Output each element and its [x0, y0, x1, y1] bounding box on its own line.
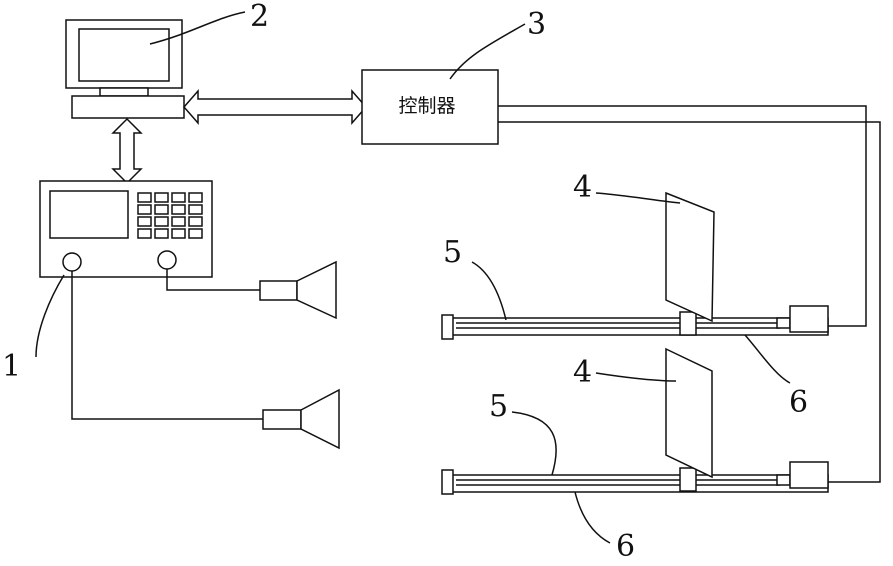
leader-5-lower [512, 412, 556, 475]
horn-antenna-upper [260, 262, 336, 318]
horn-antenna-lower [263, 390, 339, 448]
slide-assembly-upper [442, 193, 828, 339]
callout-6-upper: 6 [789, 385, 808, 420]
rail-endstop-upper [442, 315, 453, 339]
keypad-key [189, 205, 202, 214]
keypad-key [155, 229, 168, 238]
keypad-key [138, 217, 151, 226]
callout-1: 1 [2, 349, 21, 384]
keypad-key [189, 217, 202, 226]
keypad-key [155, 193, 168, 202]
cable-to-horn-lower [72, 271, 263, 419]
callout-4-upper: 4 [573, 170, 592, 205]
motor-upper [790, 306, 828, 332]
leader-4-lower [596, 373, 676, 381]
keypad-key [138, 205, 151, 214]
keypad-key [172, 193, 185, 202]
keypad-key [172, 229, 185, 238]
callout-3: 3 [527, 7, 546, 42]
keypad-key [189, 193, 202, 202]
leader-1 [36, 275, 64, 357]
rail-endstop-lower [442, 470, 453, 494]
slider-lower [680, 468, 696, 491]
keypad-key [155, 217, 168, 226]
keypad-key [189, 229, 202, 238]
callout-6-lower: 6 [616, 529, 635, 561]
motor-lower [790, 462, 828, 488]
double-arrow-computer-controller [184, 91, 366, 123]
plate-lower [666, 349, 712, 477]
computer-stand [100, 88, 148, 96]
callout-4-lower: 4 [573, 355, 592, 390]
plate-upper [666, 193, 714, 321]
slider-upper [680, 312, 696, 335]
rail-base-lower [450, 475, 828, 492]
callout-5-lower: 5 [489, 389, 508, 424]
keypad-key [155, 205, 168, 214]
computer [66, 20, 184, 118]
keypad-key [172, 217, 185, 226]
computer-base [72, 96, 184, 118]
leader-5-upper [472, 262, 506, 320]
coupling-upper [777, 318, 790, 328]
controller-label: 控制器 [398, 95, 455, 117]
generator-port-right [158, 251, 176, 269]
keypad-key [172, 205, 185, 214]
computer-screen [79, 29, 169, 81]
signal-generator [40, 181, 212, 277]
double-arrow-computer-generator [113, 119, 141, 183]
rail-base-upper [450, 318, 828, 335]
leader-6-lower [575, 492, 610, 543]
callout-5-upper: 5 [443, 235, 462, 270]
leader-6-upper [745, 335, 790, 383]
controller-box: 控制器 [362, 70, 498, 144]
generator-port-left [63, 253, 81, 271]
keypad-key [138, 229, 151, 238]
callout-2: 2 [250, 0, 269, 34]
coupling-lower [777, 475, 790, 485]
keypad-key [138, 193, 151, 202]
generator-display [50, 191, 128, 238]
